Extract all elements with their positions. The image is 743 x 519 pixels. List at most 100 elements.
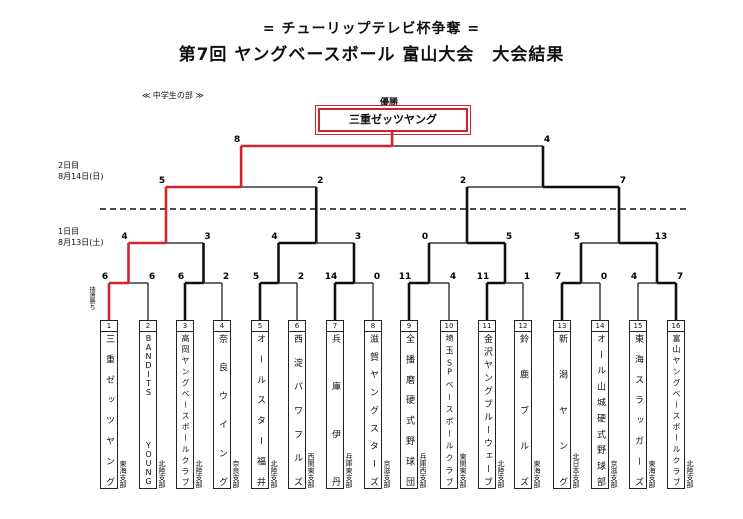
team-box: 10 埼玉SPベースボールクラブ	[440, 320, 458, 489]
team-box: 11 金沢ヤングブルーウェーブ	[478, 320, 496, 489]
team-branch: 西関東支部	[307, 453, 315, 488]
team-box: 3 高岡ヤングベースボールクラブ	[176, 320, 194, 489]
team-branch: 京滋支部	[383, 460, 391, 488]
team-number: 14	[592, 321, 608, 332]
score-quarter: 5	[506, 232, 512, 242]
score-first: 6	[102, 272, 108, 282]
team-branch: 北陸支部	[270, 460, 278, 488]
team-number: 7	[327, 321, 343, 332]
team-branch: 東海支部	[119, 460, 127, 488]
score-quarter: 0	[422, 232, 428, 242]
team-name: 埼玉SPベースボールクラブ	[445, 334, 454, 486]
score-quarter: 4	[121, 232, 127, 242]
team-name: 全播磨硬式野球団	[404, 334, 414, 486]
team-box: 6 西淀パワフルズ	[288, 320, 306, 489]
team-branch: 北陸支部	[497, 460, 505, 488]
champion-name: 三重ゼッツヤング	[349, 113, 437, 126]
team-number: 15	[630, 321, 646, 332]
tournament-subtitle: = チューリップテレビ杯争奪 =	[262, 21, 481, 37]
team-branch: 北日本支部	[572, 453, 580, 488]
team-name: 高岡ヤングベースボールクラブ	[181, 334, 190, 486]
team-number: 1	[101, 321, 117, 332]
team-box: 14 オール山城硬式野球部	[591, 320, 609, 489]
day2-date: 8月14日(日)	[58, 172, 104, 181]
team-box: 7 兵庫伊丹	[326, 320, 344, 489]
team-box: 1 三重ゼッツヤング	[100, 320, 118, 489]
score-first: 0	[374, 272, 380, 282]
score-first: 4	[631, 272, 637, 282]
team-name: オール山城硬式野球部	[595, 334, 605, 486]
day2-label: 2日目	[58, 161, 80, 170]
team-branch: 北陸支部	[195, 460, 203, 488]
team-box: 9 全播磨硬式野球団	[400, 320, 418, 489]
team-name: 鈴鹿ブルズ	[518, 334, 528, 486]
score-semi: 5	[159, 176, 165, 186]
team-box: 13 新潟ヤング	[553, 320, 571, 489]
score-first: 7	[677, 272, 683, 282]
score-first: 11	[399, 272, 412, 282]
score-semi: 7	[620, 176, 626, 186]
team-name: 三重ゼッツヤング	[104, 334, 114, 486]
team-branch: 東関東支部	[459, 453, 467, 488]
team-number: 12	[515, 321, 531, 332]
team-box: 12 鈴鹿ブルズ	[514, 320, 532, 489]
score-first: 2	[298, 272, 304, 282]
team-number: 2	[140, 321, 156, 332]
score-quarter: 3	[204, 232, 210, 242]
team-number: 6	[289, 321, 305, 332]
score-first: 0	[601, 272, 607, 282]
day1-label: 1日目	[58, 227, 80, 236]
score-semi: 2	[460, 176, 466, 186]
score-first: 5	[253, 272, 259, 282]
champion-label: 優勝	[380, 98, 399, 108]
day1-block: 1日目 8月13日(土)	[58, 226, 104, 248]
score-first: 6	[178, 272, 184, 282]
score-quarter: 4	[271, 232, 277, 242]
team-branch: 北陸支部	[158, 460, 166, 488]
team-branch: 東海支部	[648, 460, 656, 488]
team-number: 10	[441, 321, 457, 332]
team-branch: 北陸支部	[686, 460, 694, 488]
team-name: 兵庫伊丹	[330, 334, 340, 486]
team-branch: 京滋支部	[610, 460, 618, 488]
score-first: 7	[555, 272, 561, 282]
score-first: 11	[477, 272, 490, 282]
champion-box: 三重ゼッツヤング	[315, 105, 471, 135]
team-number: 4	[214, 321, 230, 332]
team-number: 11	[479, 321, 495, 332]
score-first: 6	[149, 272, 155, 282]
team-name: 奈良ウイング	[217, 334, 227, 486]
team-name: BANDITS YOUNG	[144, 334, 153, 486]
score-first: 14	[325, 272, 338, 282]
score-final: 8	[234, 135, 240, 145]
team-branch: 兵庫東支部	[345, 453, 353, 488]
team-number: 5	[252, 321, 268, 332]
team-name: オールスター福井	[255, 334, 265, 486]
team-number: 9	[401, 321, 417, 332]
score-first: 4	[450, 272, 456, 282]
score-first: 1	[524, 272, 530, 282]
team-branch: 東海支部	[533, 460, 541, 488]
team-branch: 兵庫西支部	[419, 453, 427, 488]
day2-block: 2日目 8月14日(日)	[58, 160, 104, 182]
team-box: 15 東海スラッガーズ	[629, 320, 647, 489]
team-name: 富山ヤングベースボールクラブ	[672, 334, 681, 486]
team-box: 5 オールスター福井	[251, 320, 269, 489]
score-first: 2	[223, 272, 229, 282]
team-name: 新潟ヤング	[557, 334, 567, 486]
team-number: 13	[554, 321, 570, 332]
team-name: 金沢ヤングブルーウェーブ	[482, 334, 492, 486]
team-number: 3	[177, 321, 193, 332]
team-name: 東海スラッガーズ	[633, 334, 643, 486]
tournament-title: 第7回 ヤングベースボール 富山大会 大会結果	[178, 45, 565, 65]
team-number: 8	[365, 321, 381, 332]
team-number: 16	[668, 321, 684, 332]
score-quarter: 13	[655, 232, 668, 242]
score-quarter: 5	[574, 232, 580, 242]
team-name: 西淀パワフルズ	[292, 334, 302, 486]
team-box: 16 富山ヤングベースボールクラブ	[667, 320, 685, 489]
lottery-note: 抽選勝ち	[88, 286, 95, 310]
